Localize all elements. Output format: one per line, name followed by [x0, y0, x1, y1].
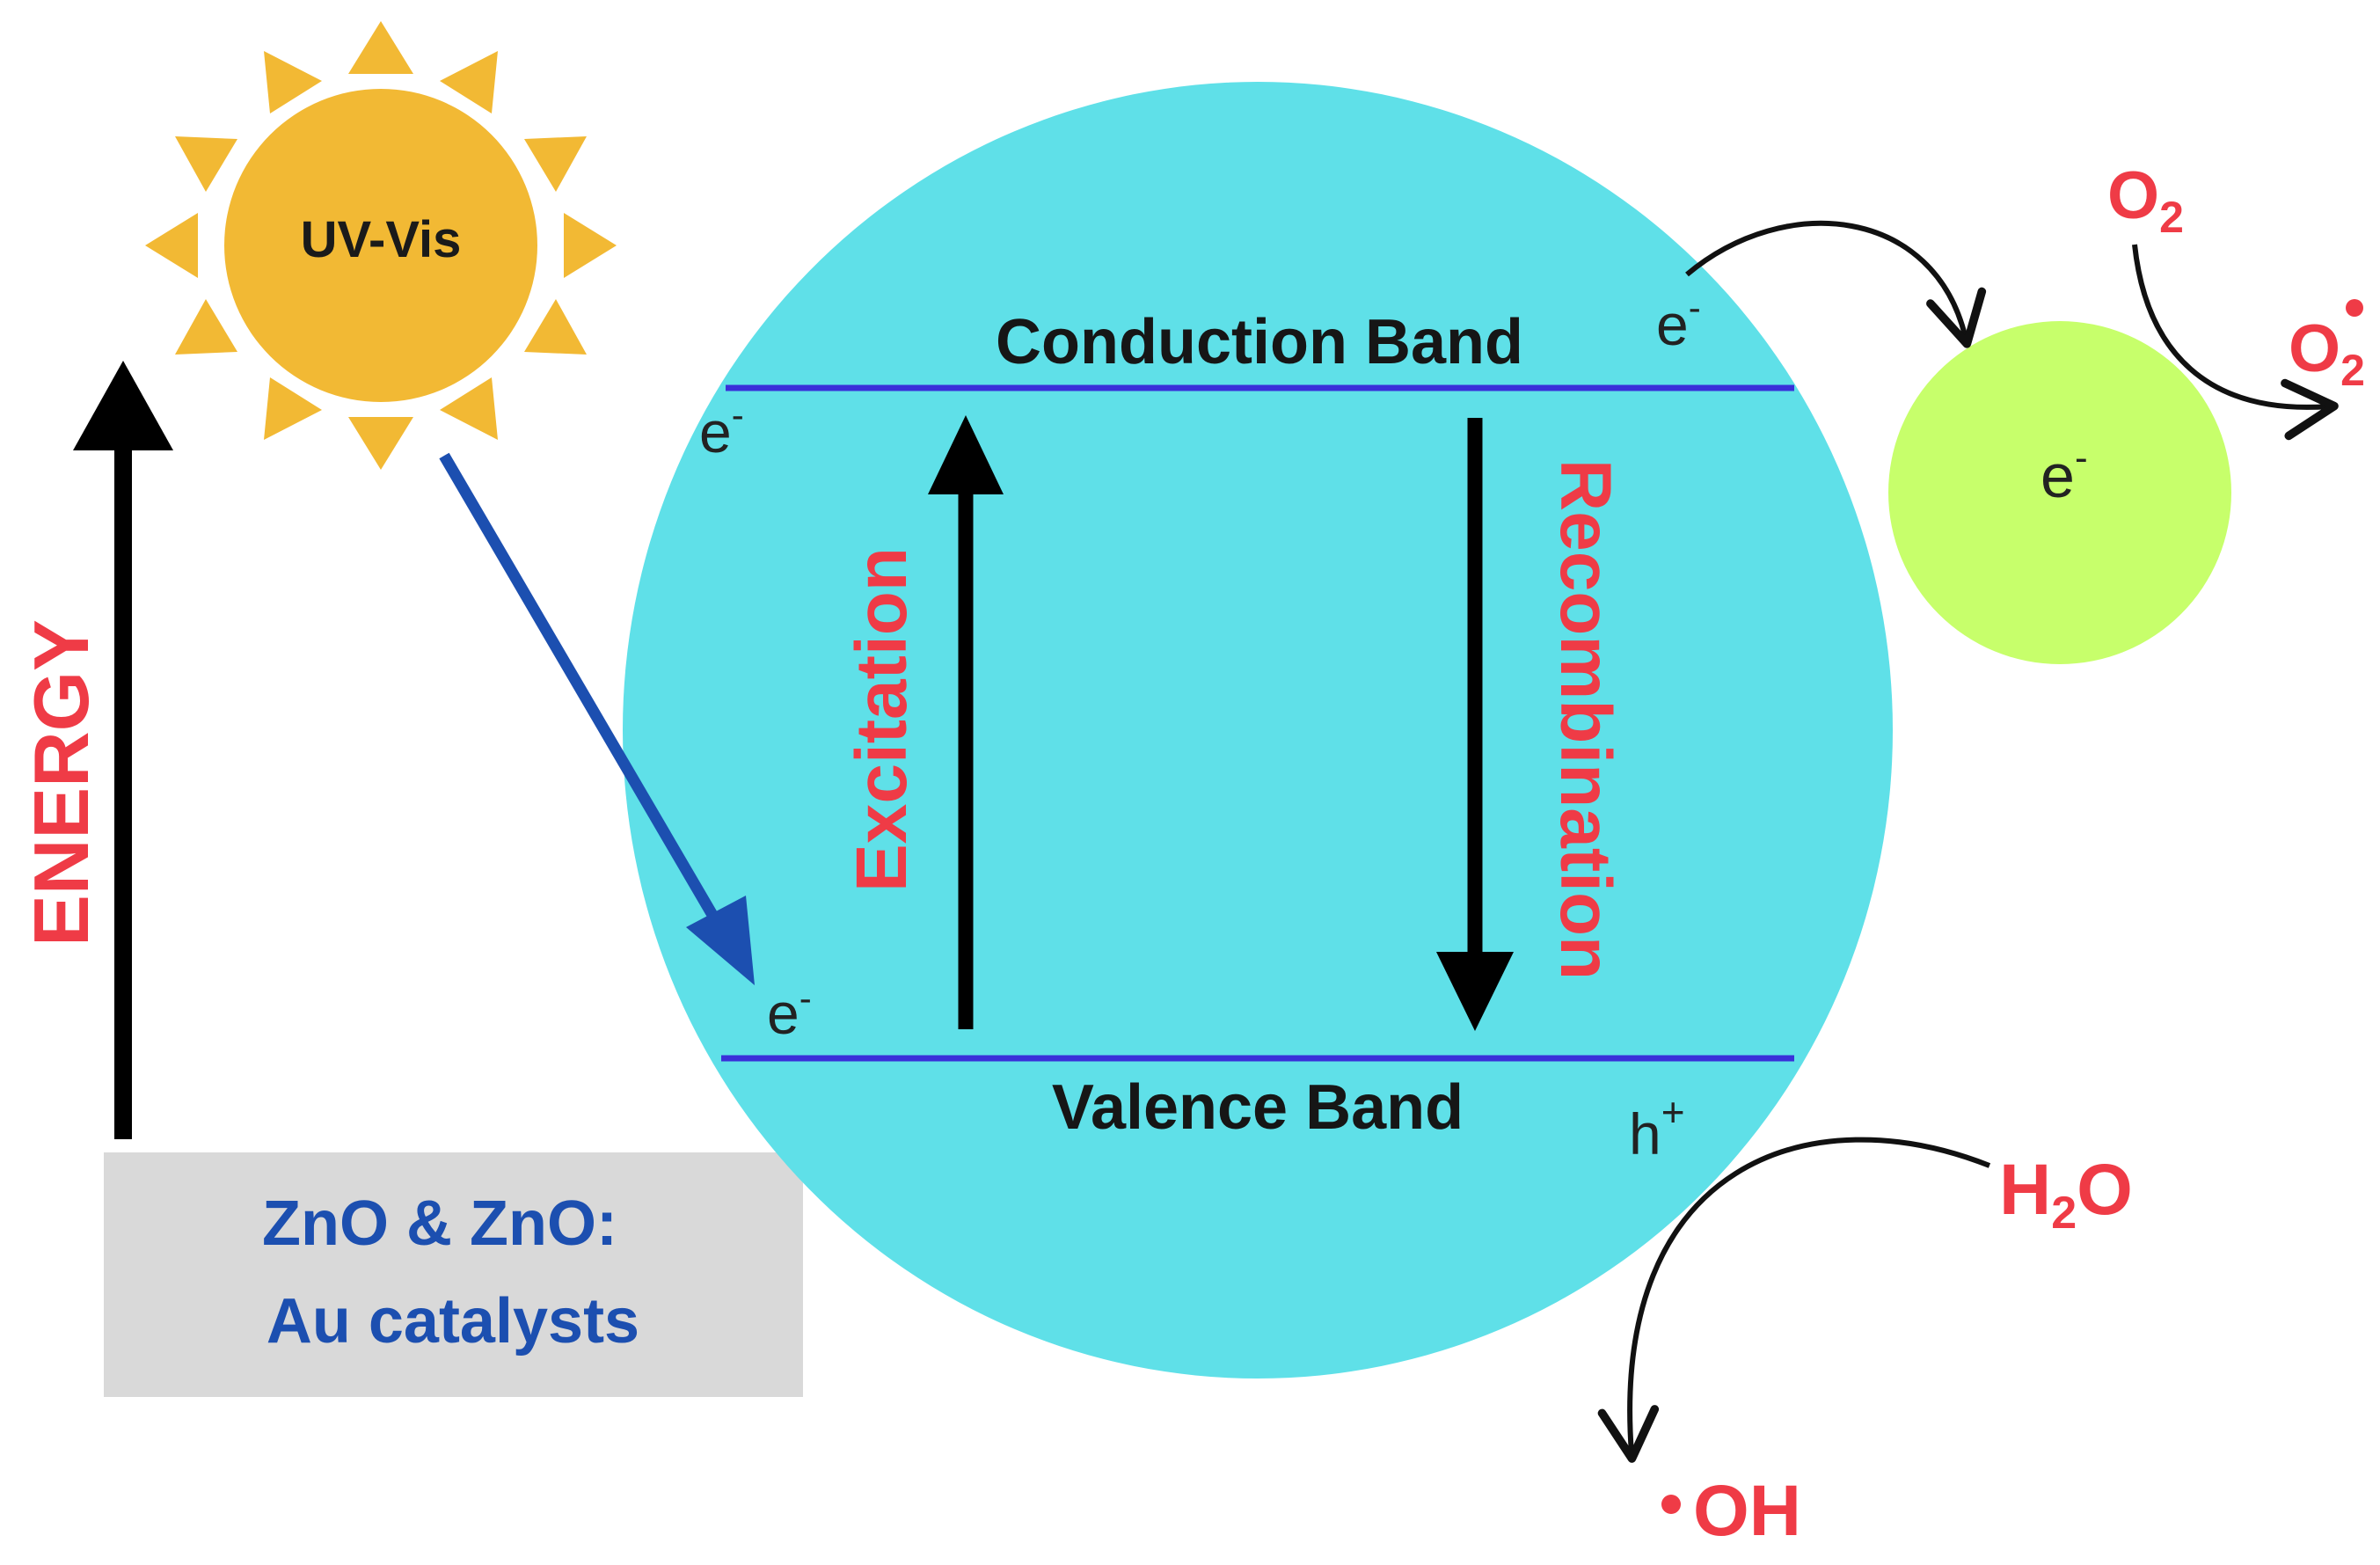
energy-axis-label: ENERGY: [18, 619, 105, 947]
sun-label: UV-Vis: [301, 211, 462, 268]
zno-particle: [623, 82, 1893, 1379]
vb-electron: e-: [767, 977, 812, 1046]
energy-axis-arrow: [73, 361, 173, 1139]
au-particle: [1888, 321, 2231, 664]
hydroxyl-radical-dot: [1661, 1495, 1681, 1514]
catalyst-line-1: ZnO & ZnO:: [262, 1188, 617, 1259]
superoxide-radical-dot: [2346, 299, 2363, 317]
excitation-arrow: [928, 415, 1004, 1029]
h2o-label: H2O: [1999, 1150, 2133, 1239]
recombination-arrow: [1436, 418, 1514, 1031]
superoxide-label: O2: [2289, 311, 2365, 395]
au-electron: e-: [2041, 436, 2088, 510]
valence-band-label: Valence Band: [1052, 1072, 1464, 1143]
sun-icon: [145, 21, 617, 470]
cb-electron-right: e-: [1656, 287, 1701, 357]
electron-transfer-arrow: [1685, 220, 1987, 348]
uv-light-arrow: [439, 452, 755, 985]
hydroxyl-label: OH: [1693, 1471, 1801, 1551]
h2o-oxidation-arrow: [1597, 1137, 1991, 1463]
vb-hole: h+: [1629, 1089, 1685, 1166]
o2-reduction-arrow: [2132, 244, 2339, 441]
catalyst-box: [104, 1152, 803, 1397]
recombination-label: Recombination: [1545, 459, 1625, 980]
cb-electron-left: e-: [699, 394, 744, 464]
catalyst-line-2: Au catalysts: [266, 1286, 639, 1357]
o2-label: O2: [2107, 158, 2184, 242]
excitation-label: Excitation: [842, 547, 922, 892]
conduction-band-label: Conduction Band: [996, 307, 1523, 377]
